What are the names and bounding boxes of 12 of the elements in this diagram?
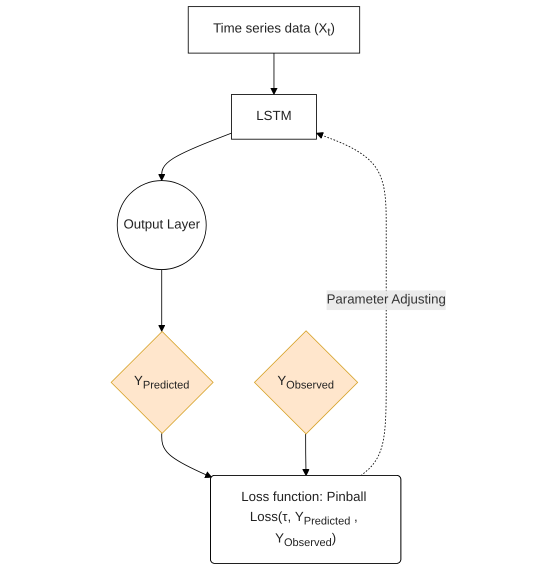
arrow [316,132,387,476]
node-circle: Output Layer [116,180,207,270]
arrow [158,269,166,332]
arrow [270,52,278,95]
node-box: LSTM [231,94,317,140]
arrow [302,434,310,476]
arrow [161,432,212,478]
arrow [158,132,232,181]
node-diamond: Y$_{Observed}$ [254,330,358,435]
edge-label: Parameter Adjusting [326,292,446,307]
node-box: Time series data (X$_{t}$) [188,6,360,54]
node-diamond: Y$_{Predicted}$ [110,330,214,434]
